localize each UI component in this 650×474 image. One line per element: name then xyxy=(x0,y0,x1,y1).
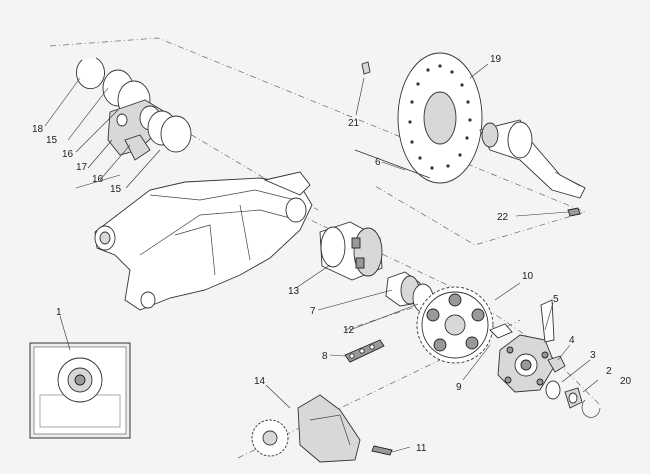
callout-1: 1 xyxy=(56,307,62,318)
callout-16-upper: 16 xyxy=(62,149,74,160)
nut-part-2 xyxy=(564,387,583,409)
washer-part-3 xyxy=(545,380,561,400)
callout-7: 7 xyxy=(310,306,316,317)
screw-part-11 xyxy=(371,445,393,456)
chain-part-8 xyxy=(344,339,385,363)
callout-10: 10 xyxy=(522,271,534,282)
callout-8: 8 xyxy=(322,351,328,362)
rear-axle-part-22 xyxy=(479,119,586,199)
callout-15-lower: 15 xyxy=(110,184,122,195)
callout-12: 12 xyxy=(343,325,355,336)
swingarm-body xyxy=(94,171,313,311)
callout-labels: 1 2 3 4 5 6 7 8 9 10 11 12 13 14 15 15 1… xyxy=(32,54,632,454)
eccentric-hub-part-13 xyxy=(319,221,383,281)
callout-4: 4 xyxy=(569,335,575,346)
callout-22: 22 xyxy=(497,212,509,223)
callout-11: 11 xyxy=(416,443,427,454)
callout-15-upper: 15 xyxy=(46,135,58,146)
callout-20: 20 xyxy=(620,376,632,387)
clip-part-20 xyxy=(581,399,601,418)
stud-part-9 xyxy=(489,323,513,339)
chain-guard-part-14 xyxy=(297,394,361,463)
nut-part-4 xyxy=(547,355,566,373)
cable-part-6 xyxy=(354,149,431,179)
callout-leaders xyxy=(44,63,599,453)
callout-2: 2 xyxy=(606,366,612,377)
sprocket-carrier-part-5 xyxy=(497,299,556,393)
callout-16-lower: 16 xyxy=(92,174,104,185)
callout-17: 17 xyxy=(76,162,88,173)
sprocket-part-10 xyxy=(416,286,494,364)
callout-3: 3 xyxy=(590,350,596,361)
bearing-seal-stack xyxy=(102,69,192,161)
circlip-part-18 xyxy=(76,57,105,90)
callout-19: 19 xyxy=(490,54,502,65)
screw-part-22 xyxy=(567,207,581,217)
callout-5: 5 xyxy=(553,294,559,305)
brake-disc-part-19 xyxy=(397,52,483,184)
callout-6: 6 xyxy=(375,157,381,168)
callout-13: 13 xyxy=(288,286,300,297)
callout-18: 18 xyxy=(32,124,44,135)
front-sprocket-part-14 xyxy=(251,419,289,457)
callout-21: 21 xyxy=(348,118,360,129)
inset-front-sprocket-box xyxy=(29,342,131,439)
callout-14: 14 xyxy=(254,376,266,387)
bleed-screw-part-21 xyxy=(361,61,371,75)
callout-9: 9 xyxy=(456,382,462,393)
